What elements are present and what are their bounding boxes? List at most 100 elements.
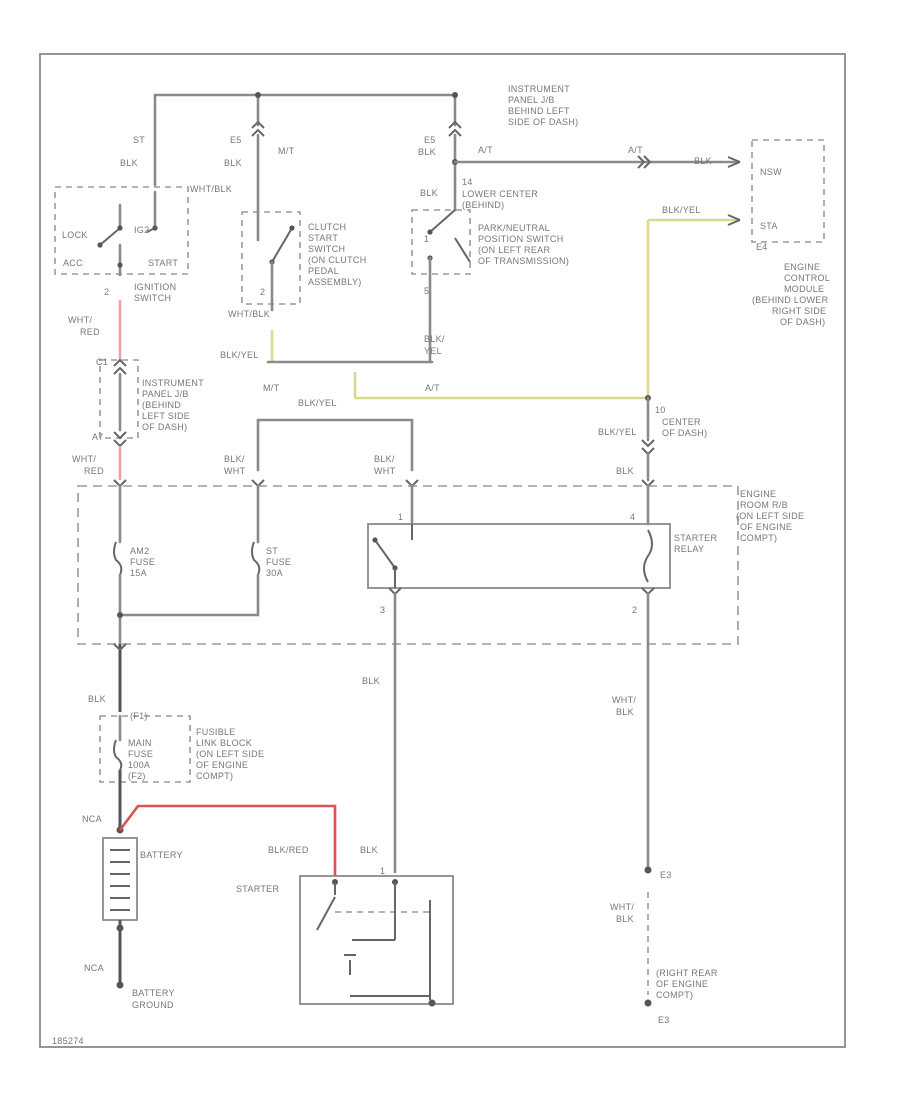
label-mt-mid: M/T (263, 383, 280, 393)
ign-switch-1: IGNITION (134, 282, 176, 292)
ecm-4: (BEHIND LOWER (752, 295, 829, 305)
label-blk-ecm: BLK (694, 156, 712, 166)
ground-e3 (644, 866, 652, 1007)
st-fuse-2: FUSE (266, 557, 291, 567)
label-blk-mid: BLK (362, 676, 380, 686)
label-neg: NCA (84, 963, 104, 973)
engine-room-5: COMPT) (740, 533, 777, 543)
park-neutral-switch (411, 159, 471, 364)
label-pos: NCA (82, 814, 102, 824)
right-rear-1: (RIGHT REAR (656, 968, 718, 978)
ip-jb-top-3: BEHIND LEFT (508, 106, 570, 116)
label-n1: 1 (424, 234, 429, 244)
ignition-feed (99, 300, 139, 480)
wht-blk-4a: WHT/ (610, 902, 634, 912)
pn-3: (ON LEFT REAR (478, 245, 550, 255)
pn-1: PARK/NEUTRAL (478, 223, 550, 233)
label-blk-fl: BLK (88, 694, 106, 704)
ip-mid-1: INSTRUMENT (142, 378, 204, 388)
center-dash-2: OF DASH) (662, 428, 707, 438)
relay-pin-4: 4 (630, 512, 635, 522)
blk-yel-2b: YEL (424, 346, 442, 356)
main-fuse-3: 100A (128, 760, 150, 770)
st-fuse-1: ST (266, 546, 278, 556)
label-acc: ACC (63, 258, 83, 268)
blk-wht-2a: BLK/ (374, 454, 395, 464)
clutch-5: PEDAL (308, 266, 339, 276)
label-blk-1: BLK (120, 158, 138, 168)
wht-blk-4b: BLK (616, 914, 634, 924)
relay-pin-1: 1 (398, 512, 403, 522)
label-14: 14 (462, 177, 473, 187)
label-blk-yel-1: BLK/YEL (220, 350, 259, 360)
label-nsw: NSW (760, 167, 782, 177)
label-a7: A7 (92, 432, 104, 442)
fusible-5: COMPT) (196, 771, 233, 781)
diagram-id: 185274 (52, 1036, 84, 1046)
clutch-2: START (308, 233, 338, 243)
label-f2: (F2) (128, 771, 146, 781)
ecm-2: CONTROL (784, 273, 830, 283)
label-mt-top: M/T (278, 146, 295, 156)
label-starter: STARTER (236, 884, 279, 894)
label-blk-yel-4: BLK/YEL (598, 427, 637, 437)
label-blk-yel-3: BLK/YEL (298, 398, 337, 408)
fusible-2: LINK BLOCK (196, 738, 252, 748)
label-wht-blk-2: WHT/BLK (228, 309, 270, 319)
label-at-1: A/T (478, 145, 493, 155)
label-e3-bottom: E3 (658, 1015, 670, 1025)
st-fuse-3: 30A (266, 568, 283, 578)
ecm-1: ENGINE (784, 262, 820, 272)
wht-red-1b: RED (80, 327, 100, 337)
center-dash-1: CENTER (662, 417, 701, 427)
clutch-4: (ON CLUTCH (308, 255, 367, 265)
ip-mid-4: LEFT SIDE (142, 411, 190, 421)
right-rear-2: OF ENGINE (656, 979, 708, 989)
blk-wht-1b: WHT (224, 466, 246, 476)
blk-yel-2a: BLK/ (424, 334, 445, 344)
clutch-1: CLUTCH (308, 222, 346, 232)
engine-room-2: ROOM R/B (740, 500, 788, 510)
battery-circuit (99, 643, 337, 989)
label-blk-st: BLK (360, 845, 378, 855)
nsw-wire (453, 155, 741, 169)
label-lock: LOCK (62, 230, 88, 240)
sta-wire (270, 214, 741, 442)
label-e5: E5 (230, 135, 242, 145)
right-rear-3: COMPT) (656, 990, 693, 1000)
label-sta-wire: BLK/YEL (662, 205, 701, 215)
blk-wht-1a: BLK/ (224, 454, 245, 464)
ign-switch-2: SWITCH (134, 293, 171, 303)
main-fuse-1: MAIN (128, 738, 152, 748)
label-c1: C1 (96, 357, 108, 367)
main-fuse-2: FUSE (128, 749, 153, 759)
label-blk-r: BLK (616, 466, 634, 476)
ecm-6: OF DASH) (780, 317, 825, 327)
wht-red-1a: WHT/ (68, 315, 92, 325)
blk-yel-bus (256, 360, 434, 472)
label-f1: (F1) (130, 711, 148, 721)
engine-room-rb (77, 485, 739, 645)
label-start: START (148, 258, 178, 268)
fusible-3: (ON LEFT SIDE (196, 749, 264, 759)
engine-room-3: (ON LEFT SIDE (736, 511, 804, 521)
label-st: ST (133, 135, 145, 145)
label-at-2: A/T (628, 145, 643, 155)
pn-4: OF TRANSMISSION) (478, 256, 569, 266)
ip-jb-top-2: PANEL J/B (508, 95, 555, 105)
label-n2-clutch: 2 (260, 287, 265, 297)
ip-mid-2: PANEL J/B (142, 389, 189, 399)
fusible-4: OF ENGINE (196, 760, 248, 770)
label-n2b: 2 (632, 605, 637, 615)
label-n6: 5 (424, 286, 429, 296)
fusible-1: FUSIBLE (196, 727, 236, 737)
starter-relay-1: STARTER (674, 533, 717, 543)
label-blk-lc: BLK (420, 188, 438, 198)
starter-pin-1: 1 (380, 866, 385, 876)
wht-red-2a: WHT/ (72, 454, 96, 464)
ignition-switch (54, 186, 189, 277)
label-blk-red: BLK/RED (268, 845, 309, 855)
wht-red-2b: RED (84, 466, 104, 476)
label-e4: E4 (756, 242, 768, 252)
label-n3: 3 (380, 605, 385, 615)
